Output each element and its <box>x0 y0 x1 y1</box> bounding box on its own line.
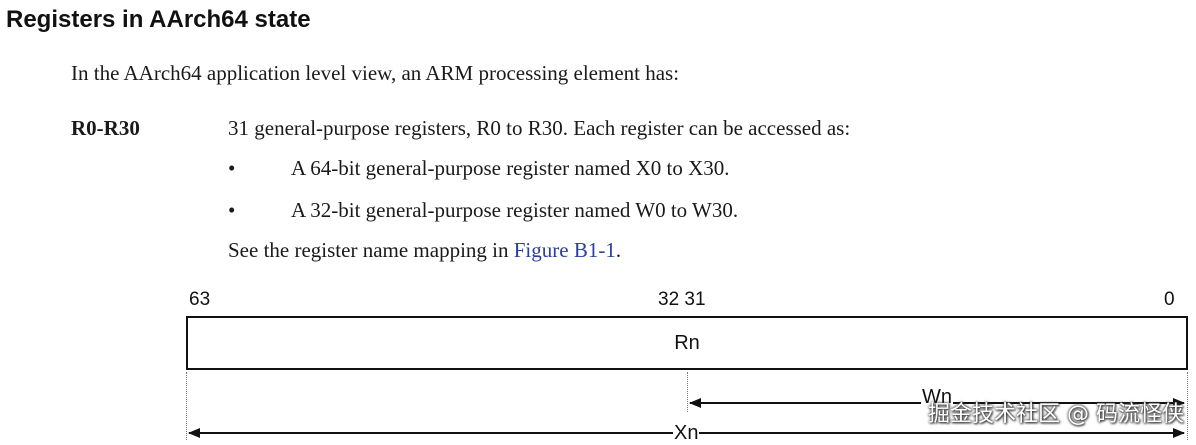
see-reference-line: See the register name mapping in Figure … <box>228 238 621 263</box>
bullet-marker: • <box>228 198 236 222</box>
bullet-marker: • <box>228 156 236 180</box>
figure-link[interactable]: Figure B1-1 <box>513 238 616 262</box>
watermark: 掘金技术社区 @ 码流怪侠 <box>928 402 1184 427</box>
section-heading: Registers in AArch64 state <box>6 6 311 33</box>
bit-label-32-31: 32 31 <box>658 289 706 310</box>
register-term: R0-R30 <box>71 116 140 140</box>
see-suffix: . <box>615 238 622 262</box>
middle-extent-line <box>687 372 688 412</box>
register-label: Rn <box>674 332 700 354</box>
bit-label-63: 63 <box>189 289 211 310</box>
register-box: Rn <box>186 316 1188 370</box>
register-definition: 31 general-purpose registers, R0 to R30.… <box>228 116 851 140</box>
bit-label-0: 0 <box>1164 289 1175 310</box>
xn-label: Xn <box>673 422 700 445</box>
left-extent-line <box>186 372 187 440</box>
bullet-item-x-registers: A 64-bit general-purpose register named … <box>291 156 730 180</box>
bullet-item-w-registers: A 32-bit general-purpose register named … <box>291 198 739 222</box>
see-prefix: See the register name mapping in <box>228 238 514 262</box>
intro-text: In the AArch64 application level view, a… <box>71 61 680 85</box>
wn-label: Wn <box>921 386 953 409</box>
right-extent-line <box>1187 372 1188 440</box>
